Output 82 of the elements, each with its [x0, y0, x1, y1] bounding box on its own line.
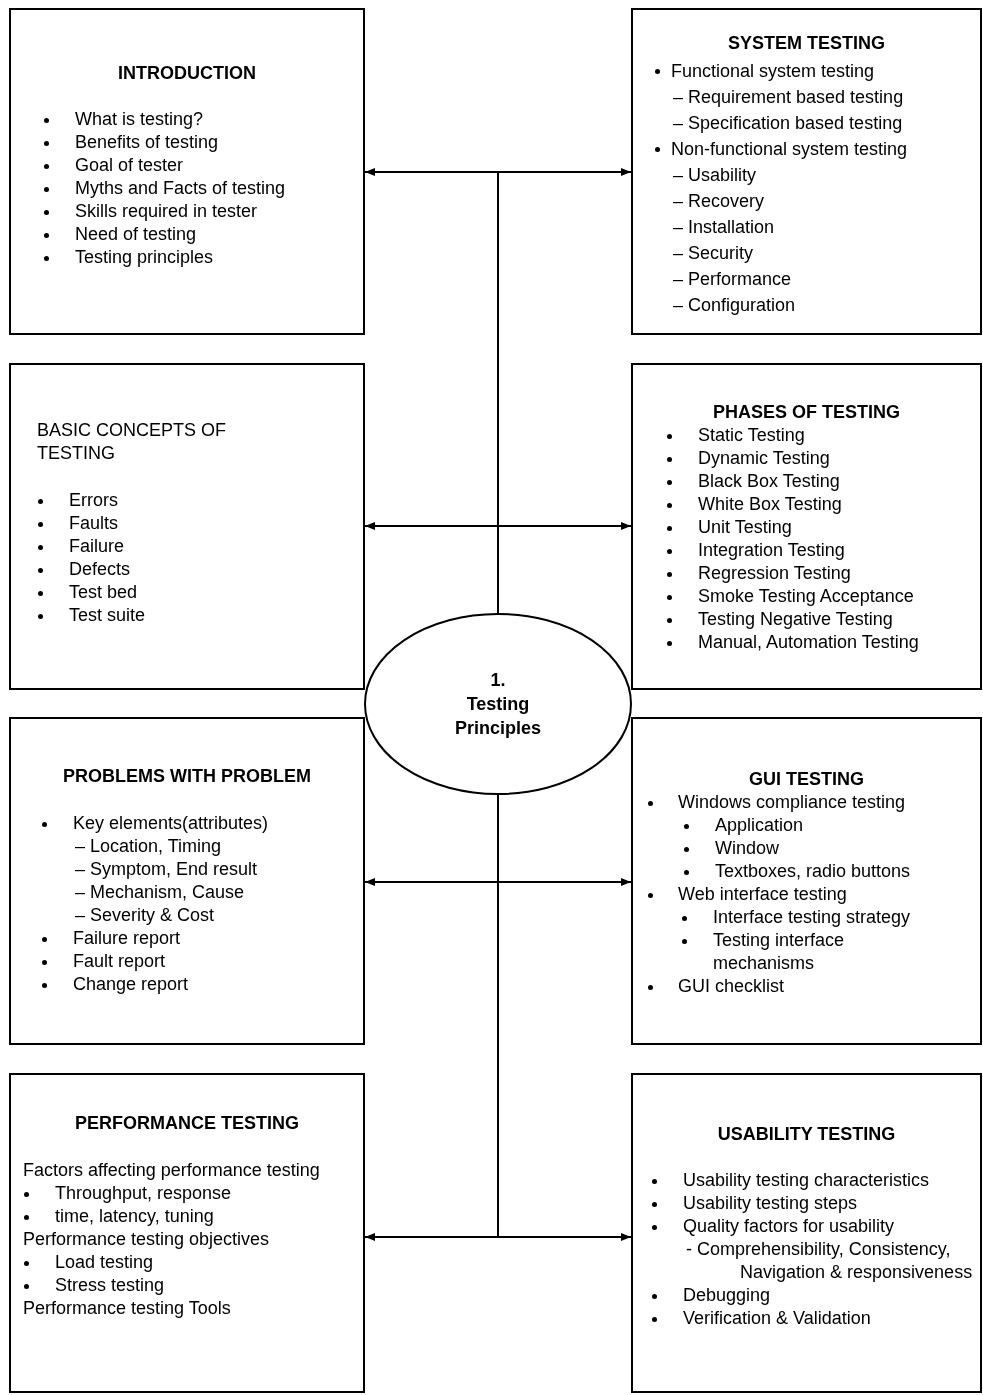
section-heading: SYSTEM TESTING — [728, 33, 885, 53]
list-item: Defects — [69, 558, 132, 581]
list-item: Testing Negative Testing — [698, 608, 894, 631]
list-item: Failure report — [73, 927, 182, 950]
list-item: Skills required in tester — [75, 200, 259, 223]
list-item: Errors — [69, 489, 119, 512]
list-item: Interface testing strategy — [713, 906, 912, 929]
list-item: Faults — [69, 512, 120, 535]
list-item: Windows compliance testing — [678, 791, 907, 814]
list-item: Application — [715, 814, 805, 837]
list-item: Myths and Facts of testing — [75, 177, 287, 200]
list-item: Throughput, response — [55, 1182, 233, 1205]
section-heading: USABILITY TESTING — [717, 1124, 896, 1144]
list-item: Manual, Automation Testing — [698, 631, 920, 654]
list-item: Non-functional system testing — [671, 138, 909, 161]
list-item: Benefits of testing — [75, 131, 220, 154]
section-heading: GUI TESTING — [749, 769, 864, 789]
list-item: Usability testing steps — [683, 1192, 859, 1215]
list-item: Static Testing — [698, 424, 806, 447]
center-title: 1. — [489, 669, 507, 692]
list-item: Test bed — [69, 581, 139, 604]
list-item: Testing interface mechanisms — [713, 929, 846, 975]
list-item: Performance testing Tools — [23, 1297, 232, 1320]
list-item: – Requirement based testing — [673, 86, 905, 109]
list-item: Debugging — [683, 1284, 772, 1307]
list-item: - Comprehensibility, Consistency, Navigation & responsiveness — [686, 1238, 974, 1284]
list-item: Load testing — [55, 1251, 155, 1274]
list-item: GUI checklist — [678, 975, 786, 998]
list-item: Functional system testing — [671, 60, 876, 83]
list-item: Test suite — [69, 604, 147, 627]
list-item: Testing principles — [75, 246, 215, 269]
list-item: – Specification based testing — [673, 112, 904, 135]
list-item: Fault report — [73, 950, 167, 973]
list-item: Unit Testing — [698, 516, 793, 539]
list-item: – Mechanism, Cause — [75, 881, 246, 904]
topic-box — [631, 1073, 982, 1393]
section-heading: BASIC CONCEPTS OF TESTING — [37, 420, 227, 463]
list-item: What is testing? — [75, 108, 205, 131]
topic-box — [631, 717, 982, 1045]
list-item: Window — [715, 837, 781, 860]
list-item: White Box Testing — [698, 493, 843, 516]
list-item: Regression Testing — [698, 562, 852, 585]
list-item: – Configuration — [673, 294, 797, 317]
list-item: Usability testing characteristics — [683, 1169, 931, 1192]
list-item: Key elements(attributes) — [73, 812, 270, 835]
list-item: Black Box Testing — [698, 470, 841, 493]
list-item: – Location, Timing — [75, 835, 223, 858]
section-heading: PROBLEMS WITH PROBLEM — [63, 766, 311, 786]
list-item: Textboxes, radio buttons — [715, 860, 912, 883]
list-item: Failure — [69, 535, 126, 558]
topic-box — [9, 1073, 365, 1393]
list-item: Smoke Testing Acceptance — [698, 585, 915, 608]
list-item: – Installation — [673, 216, 776, 239]
connector-arrow — [497, 522, 632, 614]
center-ellipse — [364, 613, 632, 795]
list-item: – Recovery — [673, 190, 766, 213]
center-title: Testing Principles — [453, 693, 542, 740]
list-item: Dynamic Testing — [698, 447, 831, 470]
topic-box — [9, 8, 365, 335]
topic-box — [9, 717, 365, 1045]
list-item: – Security — [673, 242, 755, 265]
section-heading: INTRODUCTION — [118, 63, 256, 83]
list-item: Web interface testing — [678, 883, 848, 906]
section-heading: PERFORMANCE TESTING — [75, 1113, 299, 1133]
list-item: – Severity & Cost — [75, 904, 216, 927]
list-item: Goal of tester — [75, 154, 185, 177]
list-item: Change report — [73, 973, 190, 996]
list-item: – Performance — [673, 268, 793, 291]
list-item: Factors affecting performance testing — [23, 1159, 321, 1182]
list-item: Need of testing — [75, 223, 198, 246]
section-heading: PHASES OF TESTING — [713, 402, 900, 422]
list-item: Quality factors for usability — [683, 1215, 896, 1238]
topic-box — [631, 8, 982, 335]
list-item: Integration Testing — [698, 539, 846, 562]
list-item: – Symptom, End result — [75, 858, 259, 881]
list-item: Performance testing objectives — [23, 1228, 271, 1251]
list-item: – Usability — [673, 164, 758, 187]
list-item: Verification & Validation — [683, 1307, 872, 1330]
list-item: time, latency, tuning — [55, 1205, 215, 1228]
topic-box — [9, 363, 365, 690]
topic-box — [631, 363, 982, 690]
list-item: Stress testing — [55, 1274, 166, 1297]
